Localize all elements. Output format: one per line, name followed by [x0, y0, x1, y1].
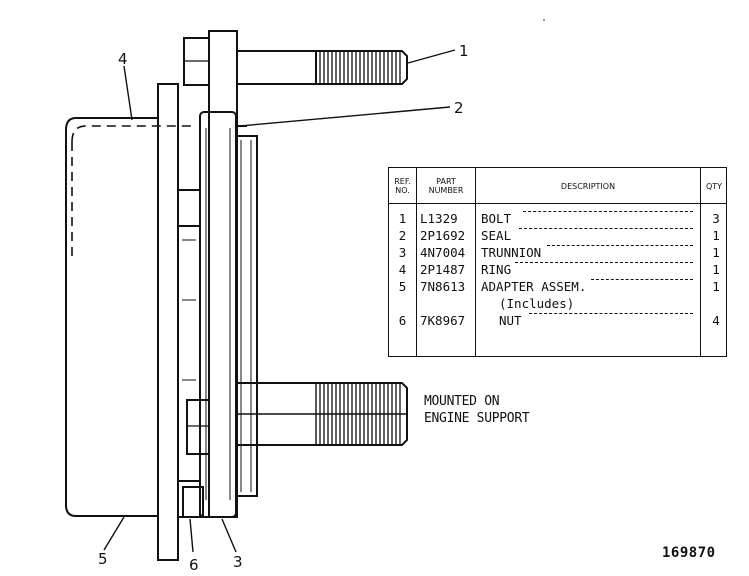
ring-plate — [157, 83, 179, 561]
callout-2: 2 — [454, 99, 464, 117]
callout-3: 3 — [233, 553, 243, 571]
callout-1: 1 — [459, 42, 469, 60]
bolt-top — [183, 37, 408, 86]
mounting-note: MOUNTED ON ENGINE SUPPORT — [424, 393, 530, 427]
table-row: 6 7K8967 NUT 4 — [398, 313, 720, 328]
note-line: ENGINE SUPPORT — [424, 411, 530, 426]
table-row: 3 4N7004 TRUNNION 1 — [398, 245, 720, 260]
figure-number: 169870 — [662, 545, 716, 561]
table-row: 5 7N8613 ADAPTER ASSEM. 1 — [398, 279, 720, 294]
table-row: 4 2P1487 RING 1 — [398, 262, 720, 277]
header-ref-no: REF.NO. — [394, 177, 411, 195]
note-line: MOUNTED ON — [424, 394, 500, 409]
table-header — [389, 168, 726, 204]
leader-lines — [103, 49, 456, 553]
callout-6: 6 — [189, 556, 199, 574]
trunnion-hub — [177, 111, 237, 518]
header-qty: QTY — [705, 181, 723, 191]
bolt-bottom — [186, 382, 408, 455]
table-row: 2 2P1692 SEAL 1 — [398, 228, 720, 243]
adapter-housing — [65, 117, 196, 517]
trunnion-plate — [208, 30, 238, 518]
column-divider — [475, 168, 476, 356]
table-row: (Includes) — [499, 296, 575, 311]
table-row: 1 L1329 BOLT 3 — [398, 211, 720, 226]
seal-ring — [236, 125, 258, 497]
nut — [182, 486, 204, 518]
column-divider — [700, 168, 701, 356]
column-divider — [416, 168, 417, 356]
header-description: DESCRIPTION — [560, 181, 616, 191]
callout-5: 5 — [98, 550, 108, 568]
callout-4: 4 — [118, 50, 128, 68]
